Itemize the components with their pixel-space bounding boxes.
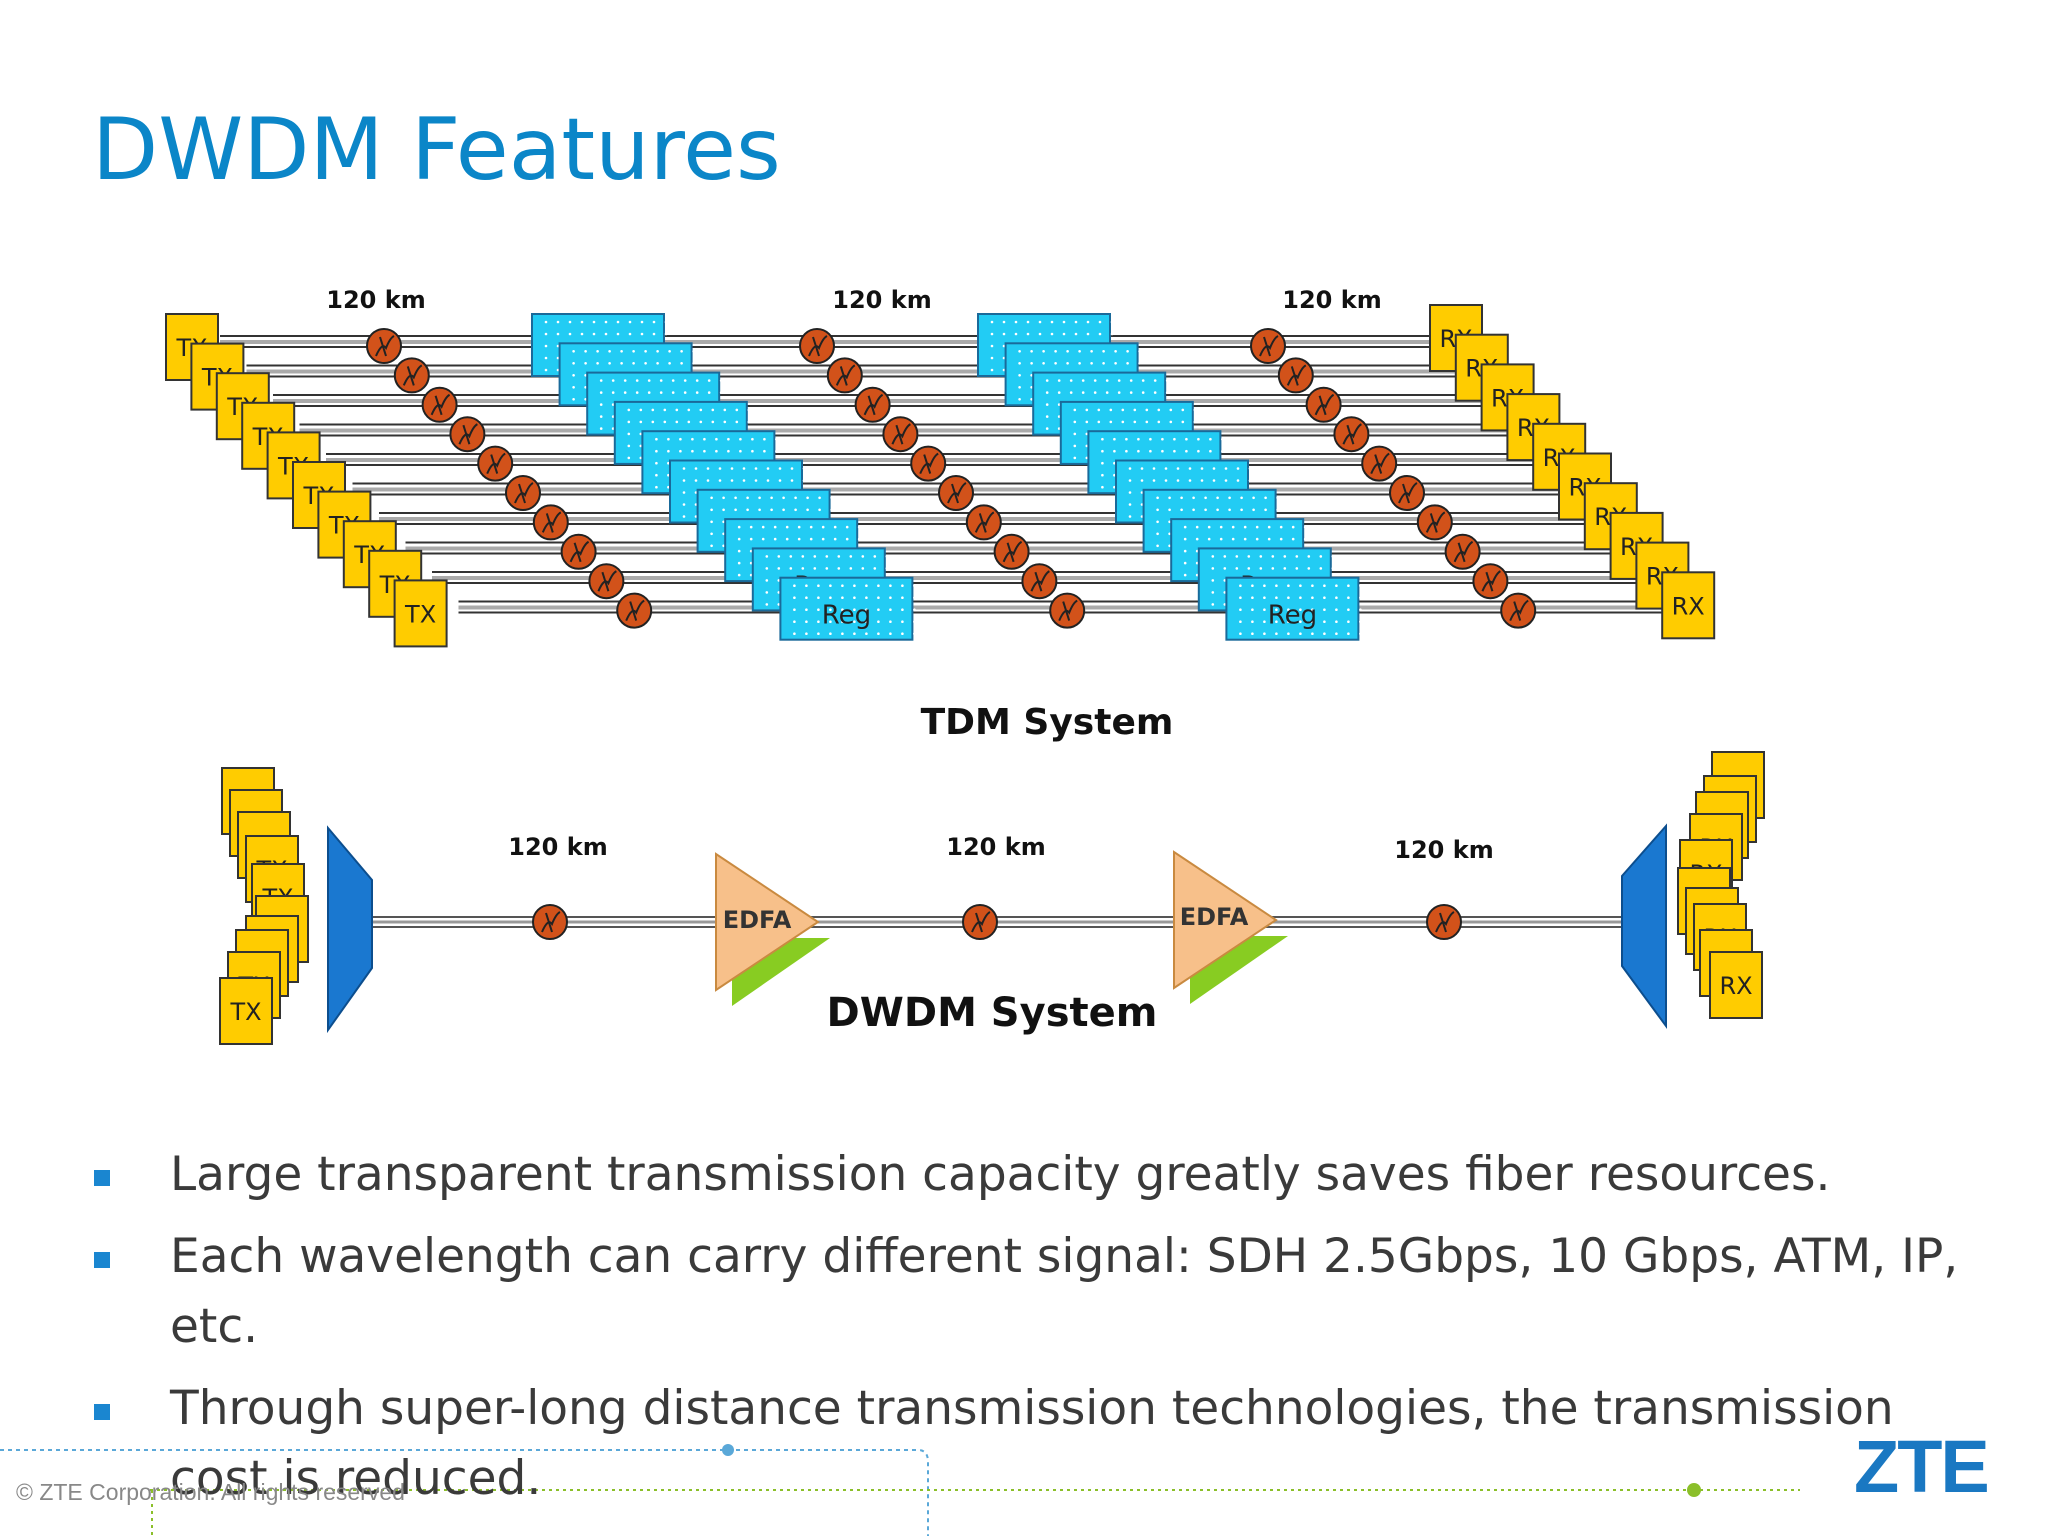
tdm-fiber-reel-2 bbox=[1049, 592, 1086, 629]
demux-icon bbox=[1621, 823, 1667, 1030]
tdm-fiber-reel-1 bbox=[560, 533, 597, 570]
dwdm-rx-box: RX bbox=[1709, 951, 1763, 1019]
tdm-fiber-reel-1 bbox=[477, 445, 514, 482]
bullet-marker-icon bbox=[94, 1252, 110, 1268]
tdm-fiber-reel-3 bbox=[1389, 475, 1425, 511]
dwdm-fiber-reel-3 bbox=[1426, 904, 1462, 940]
dwdm-tx-box: TX bbox=[219, 977, 273, 1045]
tdm-fiber-reel-1 bbox=[588, 563, 625, 600]
tdm-fiber-reel-3 bbox=[1333, 416, 1370, 453]
tdm-fiber-reels bbox=[366, 328, 1537, 629]
tdm-fiber-reel-3 bbox=[1472, 563, 1509, 600]
tdm-fiber-reel-1 bbox=[449, 416, 486, 453]
tdm-receivers: RXRXRXRXRXRXRXRXRXRX bbox=[1429, 304, 1716, 640]
tdm-tx-box-label: TX bbox=[404, 600, 436, 628]
tdm-fiber-reel-3 bbox=[1277, 357, 1314, 394]
dwdm-distance-label-3: 120 km bbox=[1394, 836, 1493, 864]
bullet-item: Large transparent transmission capacity … bbox=[92, 1140, 1972, 1210]
reg-label: Reg bbox=[1268, 601, 1317, 631]
edfa-amplifier-1: EDFA bbox=[715, 852, 830, 1006]
tdm-distance-label-3: 120 km bbox=[1282, 286, 1381, 314]
tdm-fiber-reel-3 bbox=[1416, 504, 1453, 541]
tdm-fiber-reel-2 bbox=[965, 504, 1002, 541]
reg-label: Reg bbox=[822, 601, 871, 631]
tdm-tx-box: TX bbox=[393, 579, 448, 648]
dwdm-rx-box-label: RX bbox=[1719, 972, 1752, 1000]
tdm-fiber-reel-1 bbox=[366, 328, 402, 364]
mux-icon bbox=[327, 825, 373, 1034]
tdm-fiber-reel-2 bbox=[993, 533, 1030, 570]
tdm-fiber-reel-2 bbox=[826, 357, 863, 394]
bullet-item: Each wavelength can carry different sign… bbox=[92, 1222, 1972, 1362]
tdm-fiber-reel-2 bbox=[882, 416, 919, 453]
bullet-text: Through super-long distance transmission… bbox=[170, 1381, 1894, 1506]
bullet-text: Each wavelength can carry different sign… bbox=[170, 1229, 1959, 1354]
tdm-fiber-reel-3 bbox=[1500, 592, 1537, 629]
tdm-fiber-reel-2 bbox=[854, 386, 891, 423]
dwdm-distance-label-1: 120 km bbox=[508, 833, 607, 861]
tdm-fiber-reel-2 bbox=[799, 328, 835, 364]
tdm-fiber-reel-1 bbox=[421, 386, 458, 423]
copyright-text: © ZTE Corporation. All rights reserved bbox=[16, 1479, 405, 1505]
tdm-fiber-reel-2 bbox=[910, 445, 947, 482]
dwdm-caption: DWDM System bbox=[827, 990, 1158, 1036]
dwdm-fiber-reel-1 bbox=[532, 904, 568, 940]
tdm-fiber-reel-3 bbox=[1250, 328, 1286, 364]
edfa-label-1: EDFA bbox=[723, 906, 792, 934]
page-title: DWDM Features bbox=[92, 100, 781, 200]
edfa-amplifier-2: EDFA bbox=[1173, 850, 1288, 1004]
tdm-fiber-reel-3 bbox=[1305, 386, 1342, 423]
bullet-item: Through super-long distance transmission… bbox=[92, 1374, 1972, 1514]
tdm-transmitters: TXTXTXTXTXTXTXTXTXTX bbox=[165, 313, 448, 648]
dwdm-fiber-reels bbox=[532, 904, 1462, 940]
feature-bullet-list: Large transparent transmission capacity … bbox=[92, 1140, 1972, 1526]
tdm-distance-label-2: 120 km bbox=[832, 286, 931, 314]
tdm-fiber-reel-1 bbox=[616, 592, 653, 629]
tdm-distance-label-1: 120 km bbox=[326, 286, 425, 314]
tdm-regenerators: RegRegRegReg bbox=[531, 313, 1362, 641]
tdm-rx-box: RX bbox=[1661, 571, 1716, 640]
dwdm-tx-box-label: TX bbox=[229, 998, 261, 1026]
dwdm-fiber-reel-2 bbox=[962, 904, 998, 940]
tdm-fiber-reel-1 bbox=[393, 357, 430, 394]
dwdm-receiver-stack: RXRXRXRXRXRXRXRXRXRX bbox=[1677, 751, 1765, 1019]
bullet-marker-icon bbox=[94, 1404, 110, 1420]
edfa-label-2: EDFA bbox=[1180, 903, 1249, 931]
reg-box-1: Reg bbox=[779, 576, 916, 641]
bullet-text: Large transparent transmission capacity … bbox=[170, 1147, 1831, 1202]
dwdm-transmitter-stack: TXTXTXTXTXTXTXTXTXTX bbox=[219, 767, 309, 1045]
bullet-marker-icon bbox=[94, 1170, 110, 1186]
tdm-fiber-reel-2 bbox=[1021, 563, 1058, 600]
reg-box-2: Reg bbox=[1225, 576, 1362, 641]
tdm-fiber-reel-1 bbox=[505, 475, 541, 511]
dwdm-distance-label-2: 120 km bbox=[946, 833, 1045, 861]
tdm-fiber-reel-3 bbox=[1361, 445, 1398, 482]
tdm-fiber-reel-1 bbox=[532, 504, 569, 541]
tdm-fiber-reel-3 bbox=[1444, 533, 1481, 570]
tdm-rx-box-label: RX bbox=[1672, 592, 1705, 620]
tdm-caption: TDM System bbox=[921, 702, 1174, 743]
zte-logo: ZTE bbox=[1854, 1425, 1990, 1508]
footer-divider bbox=[0, 1444, 1800, 1536]
tdm-fiber-reel-2 bbox=[938, 475, 974, 511]
